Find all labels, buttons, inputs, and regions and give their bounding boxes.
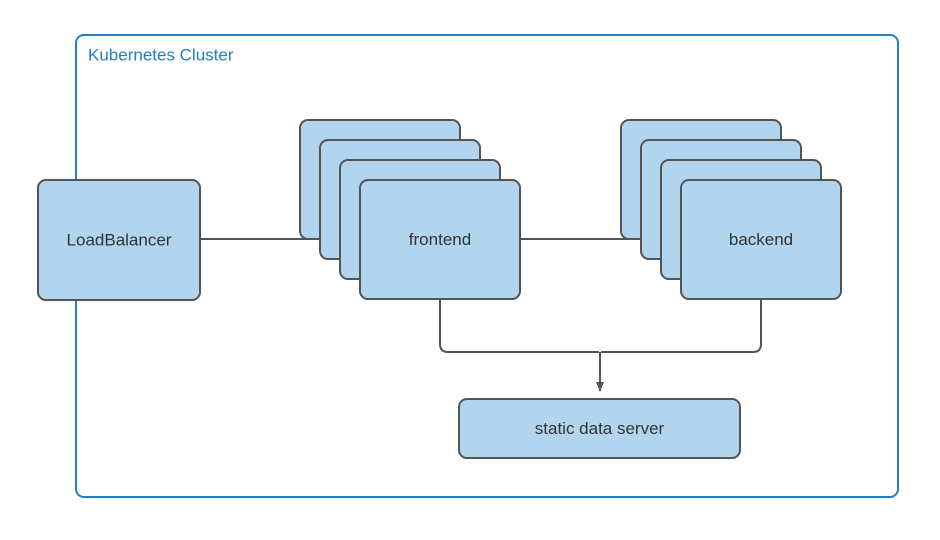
cluster-label: Kubernetes Cluster — [88, 45, 234, 64]
node-loadbalancer[interactable]: LoadBalancer — [37, 179, 201, 301]
node-static-data-server[interactable]: static data server — [458, 398, 741, 459]
node-loadbalancer-card-front[interactable] — [37, 179, 201, 301]
node-backend-label: backend — [729, 230, 793, 249]
node-static-data-server-card-front[interactable] — [458, 398, 741, 459]
node-group: LoadBalancer frontend backend static data s… — [37, 119, 842, 459]
node-frontend-label: frontend — [409, 230, 471, 249]
node-loadbalancer-label: LoadBalancer — [67, 230, 172, 249]
node-backend-card-front[interactable] — [680, 179, 842, 300]
edge-frontend-to-static-data-server — [439, 299, 599, 353]
node-frontend-card-front[interactable] — [359, 179, 521, 300]
node-backend[interactable]: backend — [620, 119, 842, 300]
node-static-data-server-label: static data server — [535, 419, 665, 438]
edge-backend-to-static-data-server — [601, 299, 762, 353]
node-frontend[interactable]: frontend — [299, 119, 521, 300]
